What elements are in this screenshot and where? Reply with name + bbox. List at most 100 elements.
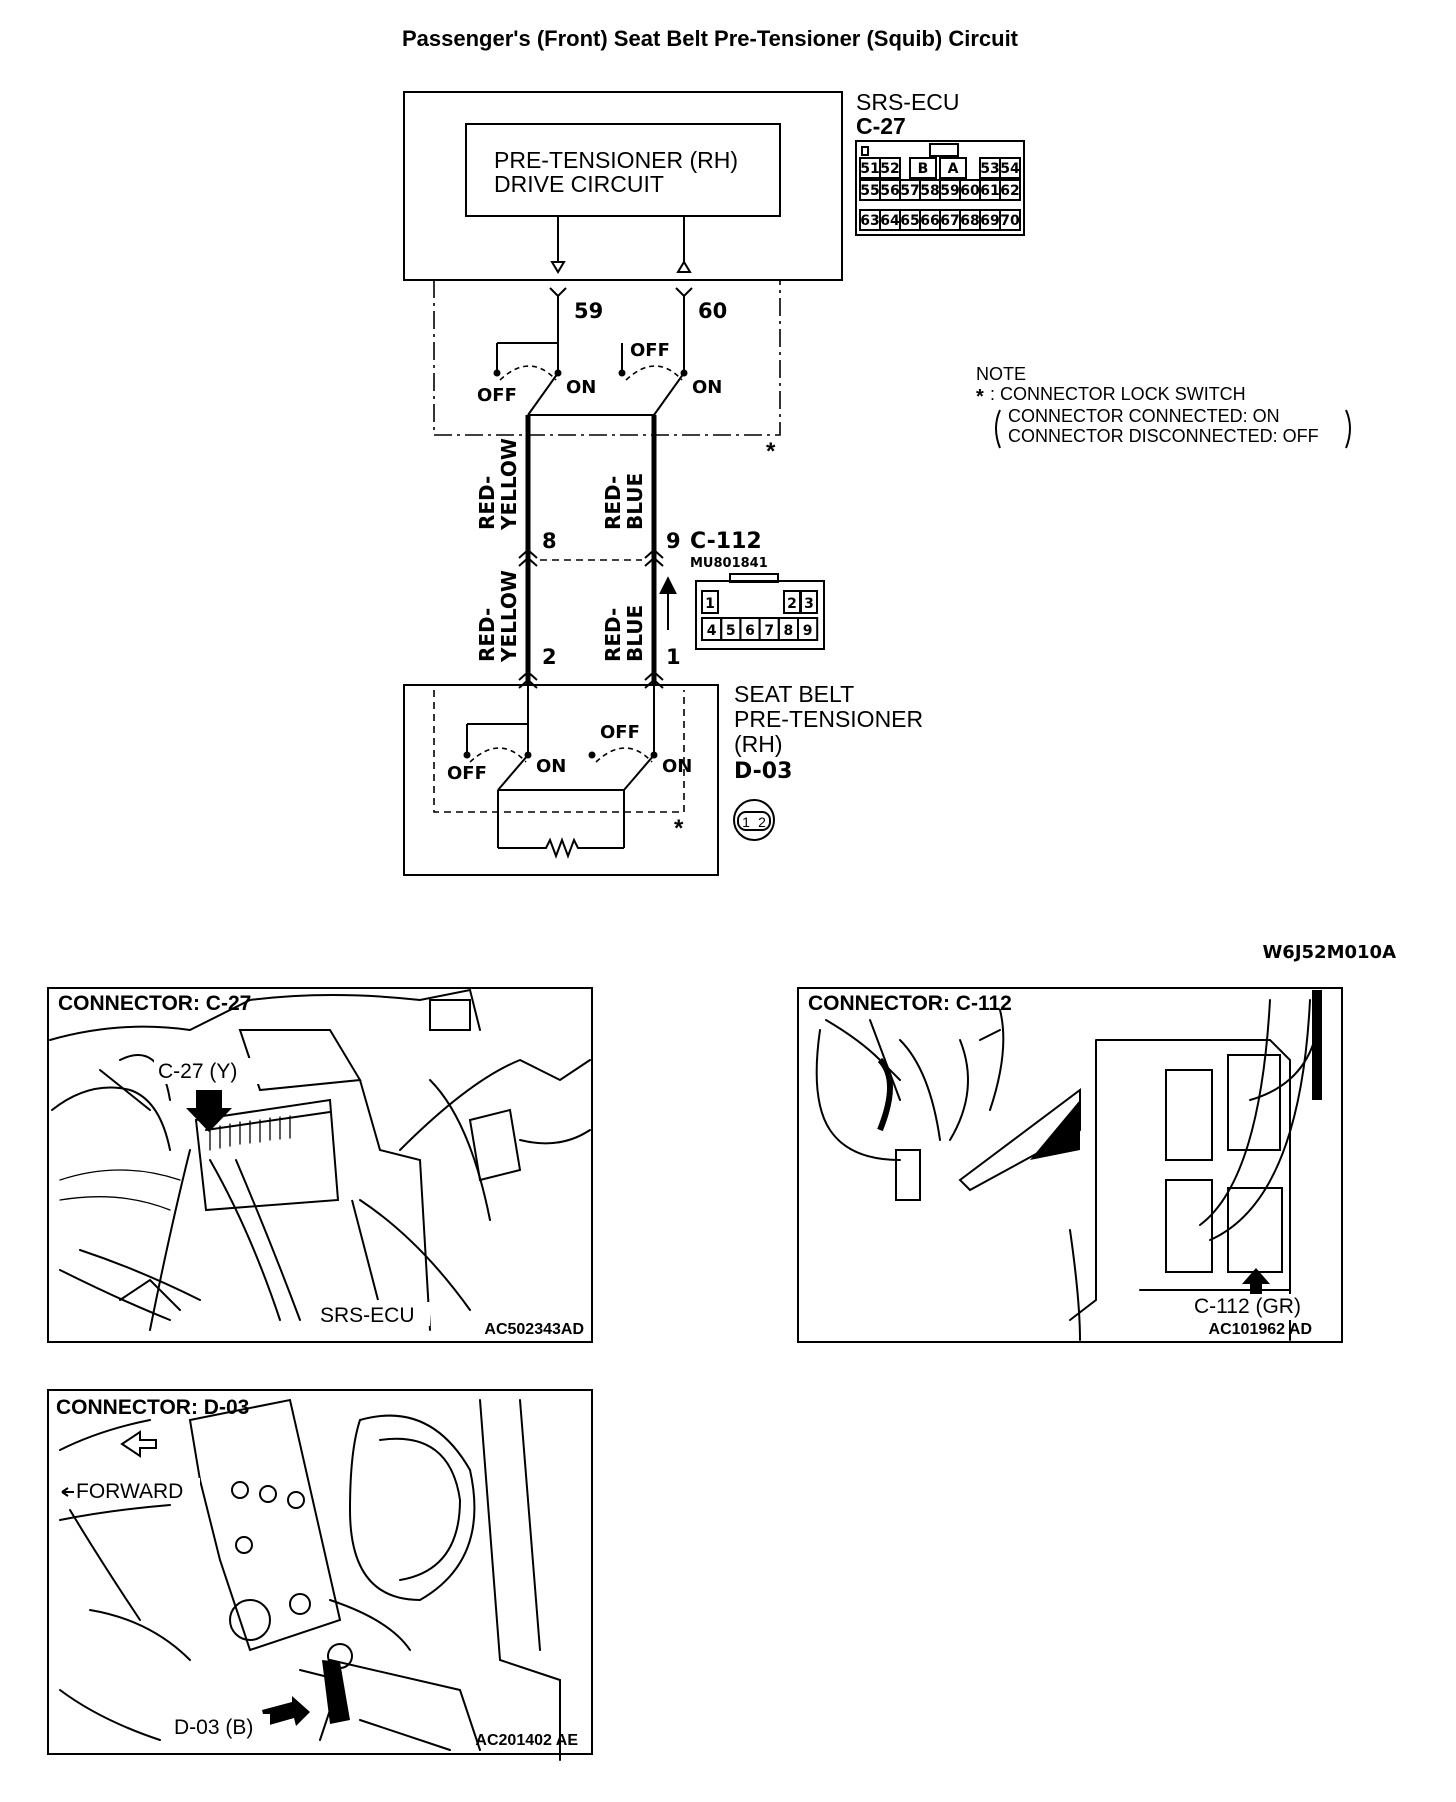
wire-lower-right-color-2: BLUE <box>623 605 647 662</box>
diagram-code: W6J52M010A <box>1262 942 1396 963</box>
pin-59-label: 59 <box>574 299 603 323</box>
switch-off-label-2: OFF <box>630 340 670 361</box>
c112-pin-9: 9 <box>666 529 681 553</box>
note-heading: NOTE <box>976 364 1026 384</box>
c27-pin-59-label: 59 <box>940 183 959 199</box>
c27-pin-54-cell <box>999 157 1021 179</box>
panel-d03-callout: D-03 (B) <box>174 1716 253 1739</box>
panel-c27: CONNECTOR: C-27 C-27 (Y) SRS-ECU AC50234… <box>47 987 593 1343</box>
c27-pin-63-label: 63 <box>860 213 879 229</box>
panel-c27-code: AC502343AD <box>484 1321 584 1338</box>
c27-pin-A-cell <box>939 157 967 179</box>
panel-d03-forward: FORWARD <box>76 1480 183 1503</box>
c112-pin-6-label: 6 <box>745 623 755 639</box>
c27-pin-65-label: 65 <box>900 213 919 229</box>
c112-pin-7-label: 7 <box>764 623 774 639</box>
c27-pin-56-label: 56 <box>880 183 899 199</box>
note-box: NOTE * : CONNECTOR LOCK SWITCH CONNECTOR… <box>976 364 1351 449</box>
c27-pin-A-label: A <box>948 161 959 177</box>
c112-pin-4-label: 4 <box>707 623 717 639</box>
wire-upper-left-color-2: YELLOW <box>497 438 521 531</box>
c27-pin-52-label: 52 <box>880 161 899 177</box>
c27-pin-70-label: 70 <box>1000 213 1020 229</box>
c27-pin-62-cell <box>999 179 1021 201</box>
c27-pin-68-label: 68 <box>960 213 979 229</box>
c27-pin-57-label: 57 <box>900 183 919 199</box>
switch-off-label-4: OFF <box>600 722 640 743</box>
pretensioner-label-line3: (RH) <box>734 731 783 757</box>
c27-pin-53-label: 53 <box>980 161 999 177</box>
c112-pin-8: 8 <box>542 529 557 553</box>
c112-pin-3-cell <box>800 590 818 614</box>
diagram-title: Passenger's (Front) Seat Belt Pre-Tensio… <box>402 26 1019 51</box>
c27-connector-label: C-27 <box>856 113 906 139</box>
c27-pin-58-label: 58 <box>920 183 939 199</box>
panel-c112: CONNECTOR: C-112 C-112 (GR) AC101962 AD <box>797 987 1343 1343</box>
c112-connector-label: C-112 <box>690 529 762 554</box>
d03-connector-pin-2: 2 <box>758 814 766 830</box>
pin-60-label: 60 <box>698 299 727 323</box>
c27-pin-B-label: B <box>918 161 929 177</box>
panel-c27-srs-ecu: SRS-ECU <box>320 1304 415 1327</box>
c27-pin-67-label: 67 <box>940 213 959 229</box>
c27-pin-66-label: 66 <box>920 213 939 229</box>
panel-d03-title: CONNECTOR: D-03 <box>56 1396 249 1419</box>
wire-upper-right-color-1: RED- <box>601 476 625 530</box>
c27-pin-61-label: 61 <box>980 183 999 199</box>
wire-lower-left-color-2: YELLOW <box>497 570 521 663</box>
panel-c112-callout: C-112 (GR) <box>1194 1295 1301 1318</box>
harness-wires <box>518 415 677 689</box>
switch-on-label-3: ON <box>536 756 566 777</box>
srs-ecu-block: PRE-TENSIONER (RH) DRIVE CIRCUIT <box>403 91 843 281</box>
d03-pin-1: 1 <box>666 645 681 669</box>
switch-on-label-1: ON <box>566 377 596 398</box>
c27-pin-51-label: 51 <box>860 161 879 177</box>
c112-pin-3-label: 3 <box>804 596 814 612</box>
ecu-lock-switch-area: * 59 60 OFF ON OFF ON <box>433 280 781 465</box>
panel-d03: CONNECTOR: D-03 FORWARD D-03 (B) AC20140… <box>47 1389 593 1761</box>
c112-pin-5-label: 5 <box>726 623 736 639</box>
switch-off-label-1: OFF <box>477 385 517 406</box>
c112-pin-8-label: 8 <box>784 623 794 639</box>
switch-off-label-3: OFF <box>447 763 487 784</box>
wire-lower-left-color-1: RED- <box>475 608 499 662</box>
c27-pin-55-label: 55 <box>860 183 879 199</box>
note-line3: CONNECTOR DISCONNECTED: OFF <box>1008 426 1319 446</box>
c27-pin-B-cell <box>909 157 937 179</box>
note-line1: : CONNECTOR LOCK SWITCH <box>990 384 1246 404</box>
c112-pin-1-label: 1 <box>705 596 715 612</box>
d03-connector-face: 1 2 <box>733 799 775 841</box>
switch-on-label-4: ON <box>662 756 692 777</box>
panel-c112-code: AC101962 AD <box>1209 1321 1312 1338</box>
pretensioner-label-line1: SEAT BELT <box>734 681 854 707</box>
d03-pin-2: 2 <box>542 645 557 669</box>
pretensioner-label-line2: PRE-TENSIONER <box>734 706 923 732</box>
drive-circuit-label-line2: DRIVE CIRCUIT <box>494 171 664 197</box>
c112-part-number: MU801841 <box>690 556 768 571</box>
c27-pin-52-cell <box>879 157 901 179</box>
wire-lower-right-color-1: RED- <box>601 608 625 662</box>
c27-pin-62-label: 62 <box>1000 183 1019 199</box>
c112-pin-9-label: 9 <box>803 623 813 639</box>
c27-pin-60-label: 60 <box>960 183 980 199</box>
note-line2: CONNECTOR CONNECTED: ON <box>1008 406 1280 426</box>
d03-connector-pin-1: 1 <box>742 814 750 830</box>
c112-pin-1-cell <box>701 590 719 614</box>
panel-c27-callout: C-27 (Y) <box>158 1060 237 1083</box>
c27-pin-70-cell <box>999 209 1021 231</box>
d03-connector-label: D-03 <box>734 759 792 784</box>
panel-c27-title: CONNECTOR: C-27 <box>58 992 251 1015</box>
panel-d03-code: AC201402 AE <box>475 1732 578 1749</box>
note-asterisk: * <box>976 386 984 408</box>
switch-on-label-2: ON <box>692 377 722 398</box>
c27-pin-69-label: 69 <box>980 213 999 229</box>
asterisk-upper: * <box>766 438 776 465</box>
c112-pin-9-cell <box>797 617 819 641</box>
c27-pin-54-label: 54 <box>1000 161 1020 177</box>
c112-pin-2-label: 2 <box>787 596 797 612</box>
pretensioner-block: * OFF ON OFF ON <box>403 684 719 876</box>
c27-pin-64-label: 64 <box>880 213 900 229</box>
